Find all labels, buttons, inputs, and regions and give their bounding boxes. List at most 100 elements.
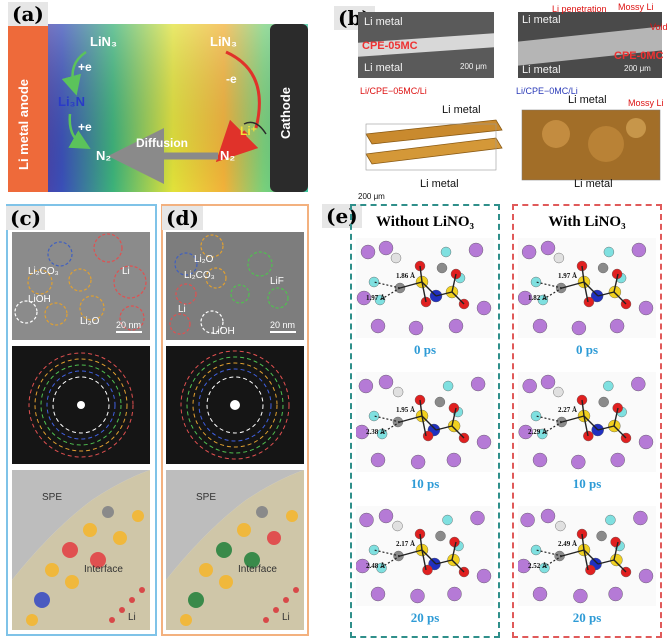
md-bond [421, 549, 427, 571]
md-atom [436, 262, 448, 274]
md-atom [356, 424, 370, 440]
md-atom [603, 380, 614, 392]
md-atom [603, 246, 615, 258]
schematic-c-art [12, 470, 150, 630]
cathode-bar [270, 24, 308, 192]
fft-c [12, 346, 150, 464]
md-atom [410, 588, 425, 604]
md-atom [392, 520, 403, 532]
title-without: Without LiNO₃ [376, 214, 474, 230]
md-distance-label: 2.38 Å [366, 428, 386, 436]
md-atom [476, 568, 492, 584]
md-atom [631, 376, 646, 392]
md-atom [530, 276, 542, 288]
md-bond [421, 281, 427, 303]
tem-d-scale: 20 nm [270, 320, 296, 330]
lin3-left: LiN₃ [90, 34, 117, 49]
tem-d: Li₂O Li₂CO₃ LiF Li LiOH 20 nm [166, 232, 304, 340]
md-bond [613, 541, 619, 561]
md-bond [435, 559, 453, 565]
fft-d-rings [180, 350, 290, 460]
md-molecule-with-2 [518, 508, 654, 604]
md-bond [581, 533, 585, 551]
sch-c-li: Li [128, 612, 136, 623]
md-bond [583, 281, 599, 297]
md-atom [378, 374, 394, 390]
anode-bar [8, 24, 48, 192]
md-distance-line [373, 549, 401, 557]
md-atom [434, 396, 446, 408]
panel-c-label: (c) [6, 206, 46, 230]
md-atom [378, 240, 394, 256]
md-atom [368, 276, 380, 288]
md-atom [374, 294, 386, 306]
panel-a: Li metal anode Cathode LiN₃ LiN₃ +e -e L… [8, 24, 308, 192]
md-bond [581, 265, 585, 283]
md-atom [390, 252, 402, 264]
md-bond [597, 291, 615, 297]
md-bond [613, 407, 619, 427]
md-atom [440, 246, 452, 258]
md-atom [370, 586, 386, 602]
md-atom [442, 380, 454, 392]
md-atom [597, 262, 609, 274]
md-time-label: 10 ps [410, 476, 440, 491]
md-time-label: 20 ps [572, 610, 602, 625]
panel-a-background [8, 24, 308, 192]
sem2-scale: 200 μm [624, 64, 651, 73]
md-distance-line [373, 415, 401, 423]
ct2-top: Li metal [568, 94, 607, 106]
md-atom [518, 290, 533, 306]
md-atom [532, 586, 548, 602]
md-bond [597, 559, 615, 565]
md-atom [610, 452, 625, 468]
md-bond [583, 549, 589, 571]
md-atom [583, 296, 595, 308]
md-atom [476, 434, 492, 450]
tem-d-li2co3: Li₂CO₃ [184, 270, 215, 281]
md-bond [451, 559, 465, 573]
md-atom [520, 512, 535, 528]
md-bond [613, 425, 627, 439]
md-distance-line [535, 415, 563, 423]
sch-c-spe: SPE [42, 492, 63, 503]
md-time-label: 20 ps [410, 610, 440, 625]
tem-c-lioh: LiOH [28, 294, 51, 305]
ct2-bottom: Li metal [574, 178, 613, 190]
md-molecule-without-2 [356, 508, 492, 604]
ct1-top: Li metal [442, 104, 481, 116]
md-atom [532, 318, 548, 334]
md-atom [608, 586, 623, 602]
panel-d-frame [161, 204, 309, 636]
md-atom [605, 514, 616, 526]
md-atom [553, 252, 565, 264]
sem2-mid-label: CPE-0MC [614, 50, 664, 62]
md-atom [610, 553, 623, 567]
md-atom [638, 300, 654, 316]
tem-d-li: Li [178, 304, 186, 315]
sem2-penetration: Li penetration [552, 4, 607, 14]
green-arc-bottom [68, 113, 91, 149]
sem1-bottom-label: Li metal [364, 62, 403, 74]
schematic-d-art [166, 470, 304, 630]
n2-right: N₂ [220, 148, 236, 163]
md-atom [410, 454, 426, 470]
md-bond [561, 281, 585, 289]
md-atom [370, 452, 386, 468]
ct2-title: Li/CPE−0MC/Li [516, 86, 578, 96]
md-atom [522, 378, 537, 394]
md-atom [530, 410, 542, 422]
fft-c-rings [28, 352, 134, 458]
plus-e-top: +e [78, 60, 92, 74]
sch-d-interface: Interface [238, 564, 277, 575]
md-atom [470, 510, 485, 526]
md-bond [421, 549, 437, 565]
md-bond [613, 273, 619, 293]
md-bond [451, 541, 457, 561]
md-atom [573, 588, 588, 604]
md-atom [476, 300, 492, 316]
md-atom [376, 562, 387, 574]
md-atom [376, 428, 388, 440]
sch-d-spe: SPE [196, 492, 217, 503]
md-bond [561, 415, 585, 423]
